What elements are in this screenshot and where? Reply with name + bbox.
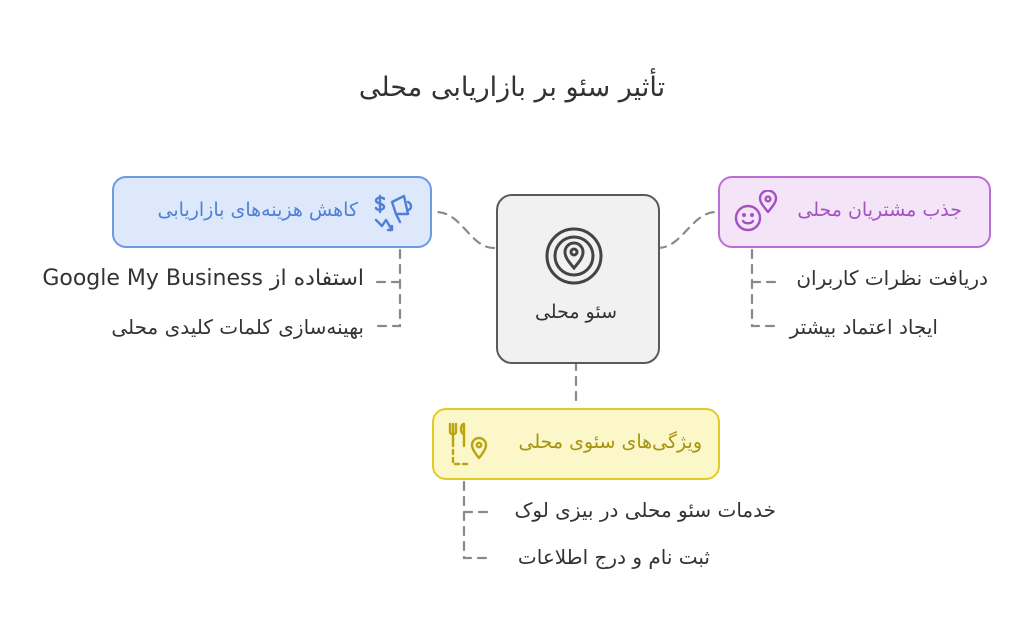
location-target-icon	[545, 227, 603, 285]
connector-yellow-items	[462, 480, 490, 560]
item-local-seo-services-busyloc: خدمات سئو محلی در بیزی لوک	[514, 498, 776, 522]
diagram-title: تأثیر سئو بر بازاریابی محلی	[358, 72, 666, 103]
item-register-and-add-info: ثبت نام و درج اطلاعات	[517, 545, 710, 569]
node-reduce-marketing-costs	[112, 176, 432, 248]
connector-purple-items	[750, 248, 778, 328]
connector-blue-items	[374, 248, 402, 328]
connector-center-purple	[656, 210, 718, 250]
item-build-more-trust: ایجاد اعتماد بیشتر	[789, 315, 938, 339]
restaurant-location-icon	[448, 422, 488, 466]
node-label-reduce-marketing-costs: کاهش هزینه‌های بازاریابی	[157, 199, 358, 221]
node-label-attract-local-customers: جذب مشتریان محلی	[797, 199, 962, 221]
node-label-local-seo-features: ویژگی‌های سئوی محلی	[518, 431, 703, 453]
item-receive-user-reviews: دریافت نظرات کاربران	[796, 266, 988, 290]
item-local-keyword-optimization: بهینه‌سازی کلمات کلیدی محلی	[111, 315, 364, 339]
item-google-my-business: استفاده از Google My Business	[42, 266, 364, 291]
smiley-location-icon	[734, 190, 778, 232]
center-node	[496, 194, 660, 364]
node-attract-local-customers	[718, 176, 991, 248]
center-label: سئو محلی	[534, 301, 618, 323]
dollar-megaphone-icon	[374, 194, 413, 232]
connector-center-blue	[434, 210, 496, 250]
